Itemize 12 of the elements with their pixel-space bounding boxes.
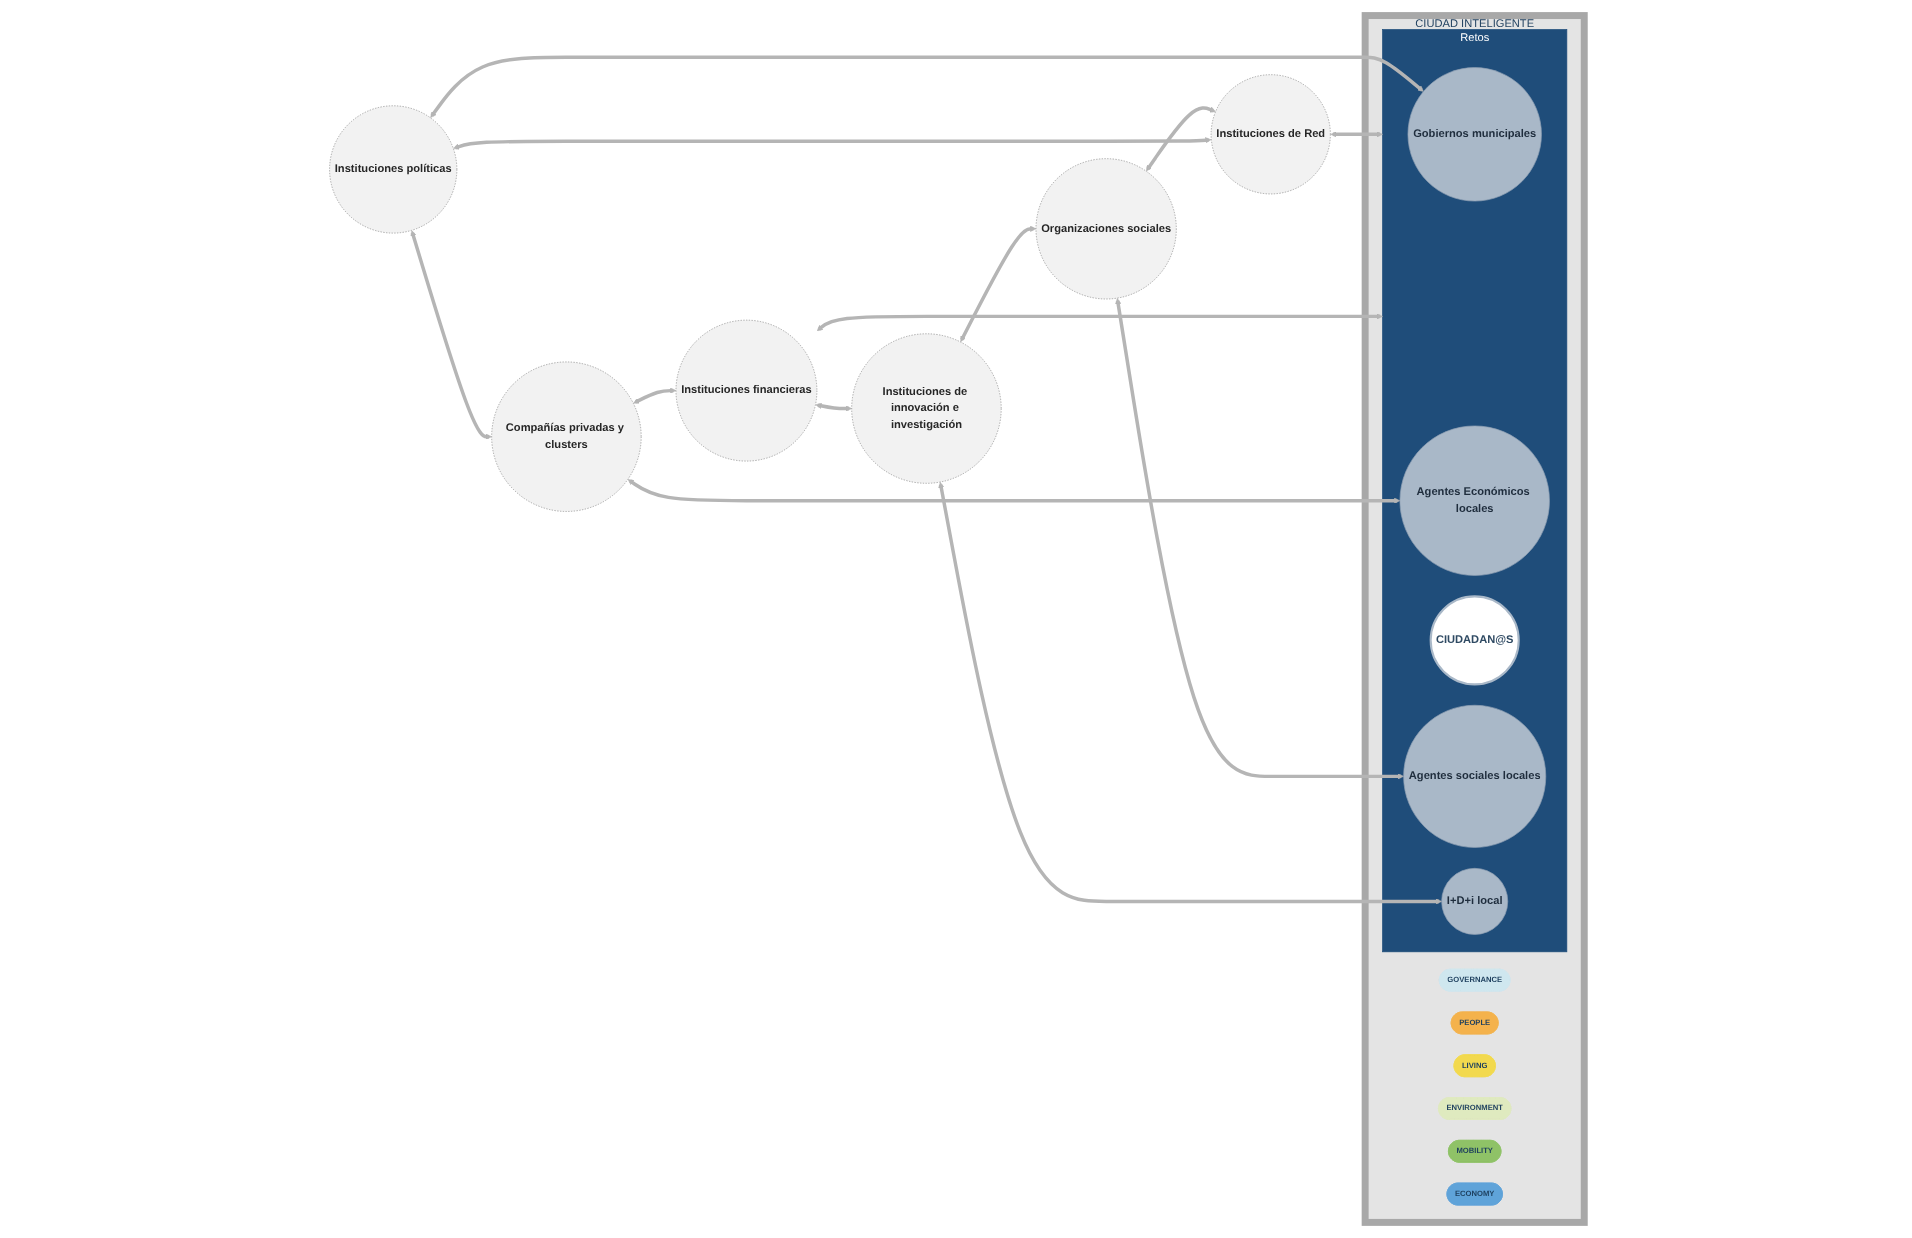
arrow [632, 387, 676, 404]
arrow [1329, 131, 1382, 138]
arrow [626, 479, 1400, 504]
arrow [429, 55, 1423, 118]
arrow [959, 225, 1036, 343]
arrow [937, 482, 1441, 905]
arrow [452, 137, 1211, 150]
arrow [1145, 106, 1215, 172]
arrow [815, 313, 1382, 332]
arrow [814, 402, 852, 412]
arrow [409, 230, 491, 440]
arrow [1114, 298, 1403, 780]
